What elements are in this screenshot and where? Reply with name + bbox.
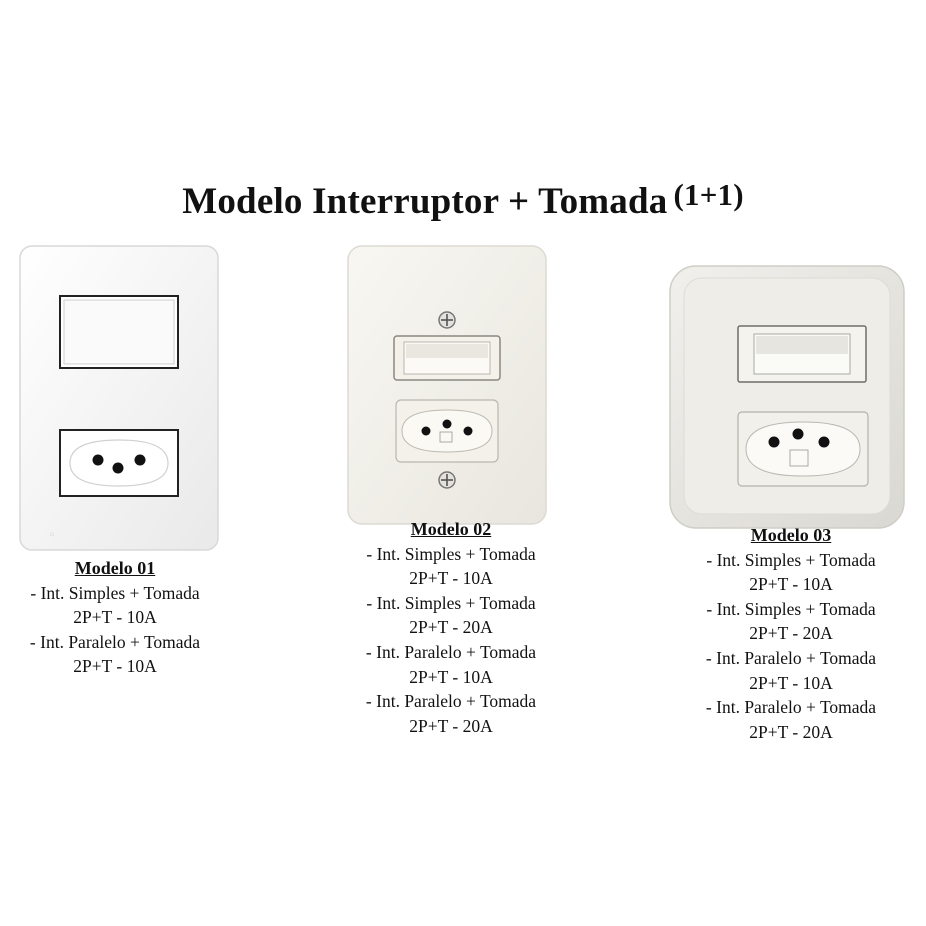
caption-modelo-03: Modelo 03 - Int. Simples + Tomada 2P+T -… bbox=[686, 523, 896, 744]
page-title: Modelo Interruptor + Tomada(1+1) bbox=[0, 177, 926, 223]
spec-line: - Int. Paralelo + Tomada bbox=[705, 697, 877, 718]
power-outlet-icon bbox=[395, 399, 499, 463]
switch-outlet-plate-01-icon: ⌂ bbox=[19, 245, 219, 551]
spec-line: - Int. Paralelo + Tomada bbox=[365, 641, 537, 662]
spec-line: 2P+T - 10A bbox=[73, 607, 157, 628]
spec-line: 2P+T - 20A bbox=[749, 623, 833, 644]
spec-line: - Int. Paralelo + Tomada bbox=[29, 631, 201, 652]
power-outlet-icon bbox=[737, 411, 869, 487]
surface-box-03-icon bbox=[669, 265, 905, 529]
spec-line: - Int. Simples + Tomada bbox=[366, 592, 536, 613]
product-modelo-01: ⌂ bbox=[18, 244, 220, 552]
model-name: Modelo 01 bbox=[74, 558, 156, 578]
model-name: Modelo 03 bbox=[750, 525, 832, 545]
spec-line: - Int. Simples + Tomada bbox=[706, 549, 876, 570]
spec-line: - Int. Paralelo + Tomada bbox=[365, 691, 537, 712]
product-modelo-02 bbox=[346, 244, 548, 526]
product-modelo-03 bbox=[666, 262, 908, 532]
spec-line: 2P+T - 10A bbox=[409, 666, 493, 687]
svg-text:⌂: ⌂ bbox=[50, 531, 54, 538]
caption-modelo-01: Modelo 01 - Int. Simples + Tomada 2P+T -… bbox=[10, 556, 220, 679]
spec-line: - Int. Simples + Tomada bbox=[366, 543, 536, 564]
light-switch-icon bbox=[737, 325, 867, 383]
spec-line: 2P+T - 10A bbox=[73, 656, 157, 677]
model-name: Modelo 02 bbox=[410, 519, 492, 539]
spec-line: 2P+T - 20A bbox=[749, 721, 833, 742]
title-suffix: (1+1) bbox=[673, 177, 744, 212]
screw-icon bbox=[438, 311, 456, 329]
light-switch-icon bbox=[393, 335, 501, 381]
spec-line: 2P+T - 10A bbox=[749, 672, 833, 693]
spec-line: 2P+T - 20A bbox=[409, 617, 493, 638]
title-main: Modelo Interruptor + Tomada bbox=[182, 181, 668, 222]
spec-line: 2P+T - 10A bbox=[749, 574, 833, 595]
caption-modelo-02: Modelo 02 - Int. Simples + Tomada 2P+T -… bbox=[346, 517, 556, 738]
switch-outlet-plate-02-icon bbox=[347, 245, 547, 525]
spec-line: 2P+T - 10A bbox=[409, 568, 493, 589]
screw-icon bbox=[438, 471, 456, 489]
spec-line: - Int. Simples + Tomada bbox=[30, 582, 200, 603]
power-outlet-icon bbox=[59, 429, 179, 497]
spec-line: - Int. Paralelo + Tomada bbox=[705, 647, 877, 668]
spec-line: - Int. Simples + Tomada bbox=[706, 598, 876, 619]
light-switch-icon bbox=[59, 295, 179, 369]
spec-line: 2P+T - 20A bbox=[409, 715, 493, 736]
